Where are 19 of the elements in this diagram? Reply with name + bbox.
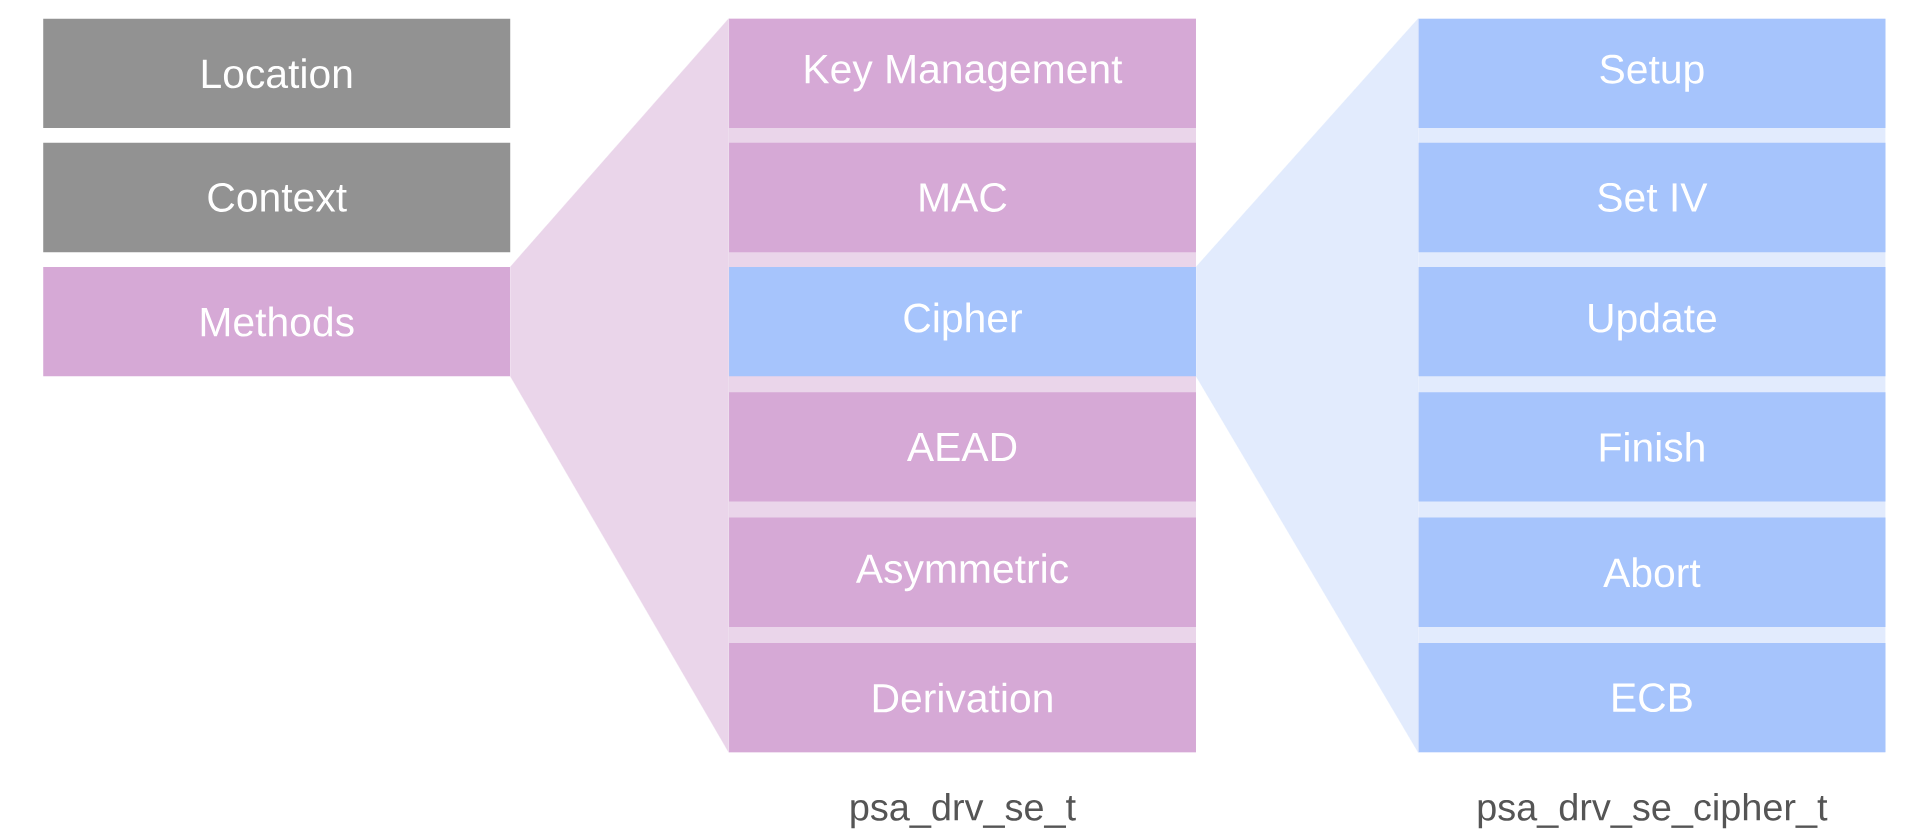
method-box: Location: [43, 18, 511, 128]
method-box: Update: [1418, 266, 1886, 377]
method-box: Setup: [1418, 18, 1886, 128]
method-box: Set IV: [1418, 142, 1886, 253]
struct-name: psa_drv_se_cipher_t: [1478, 792, 1828, 829]
method-box: Methods: [43, 266, 511, 377]
method-box: AEAD: [729, 392, 1196, 502]
expansion-wedge: [1196, 18, 1419, 753]
method-box: Finish: [1418, 392, 1886, 502]
method-box: Context: [43, 142, 511, 253]
method-box: Key Management: [729, 18, 1196, 128]
method-box: Asymmetric: [729, 517, 1196, 627]
method-box: Abort: [1418, 517, 1886, 627]
method-box: Derivation: [729, 642, 1196, 753]
expansion-wedge: [510, 18, 729, 753]
method-box: Cipher: [729, 266, 1196, 377]
struct-name: psa_drv_se_t: [851, 792, 1076, 829]
method-box: MAC: [729, 142, 1196, 253]
method-box: ECB: [1418, 642, 1886, 753]
